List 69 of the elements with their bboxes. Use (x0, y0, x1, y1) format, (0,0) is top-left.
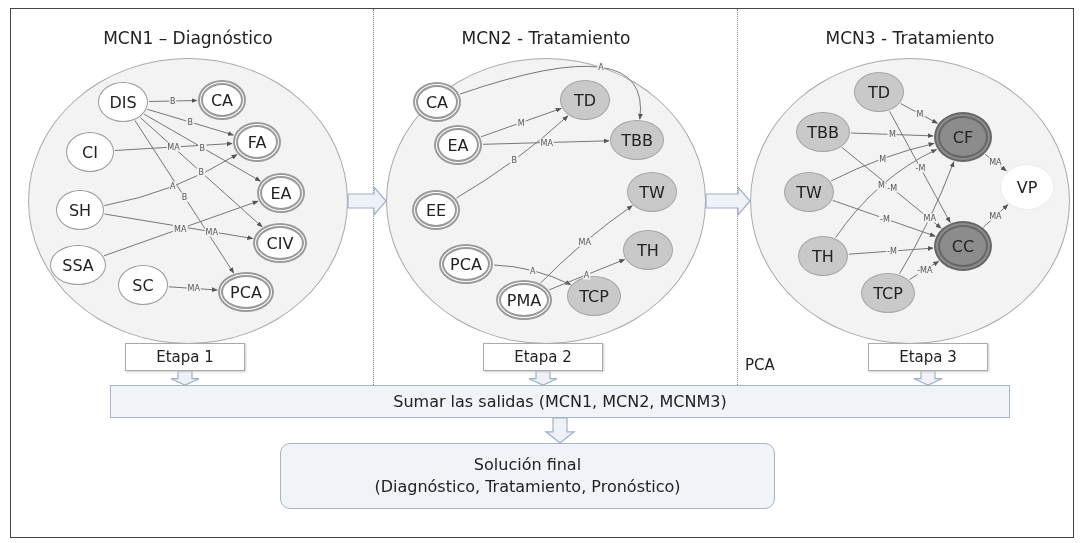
edge-label: B (510, 155, 519, 165)
edge-label: B (198, 143, 206, 153)
block-arrow (170, 370, 200, 386)
arrow (850, 132, 934, 139)
edge-label: MA (166, 142, 181, 152)
arrow (459, 65, 643, 120)
arrow (830, 142, 935, 182)
edge-label: B (169, 96, 177, 106)
arrow (114, 141, 233, 151)
arrow (848, 246, 934, 255)
edge-label: -M (886, 246, 898, 256)
result-detail: (Diagnóstico, Tratamiento, Pronóstico) (374, 476, 681, 498)
arrow (889, 110, 951, 224)
arrow (482, 138, 610, 145)
edge-label: A (582, 270, 591, 280)
arrow (103, 200, 259, 257)
arrow (493, 264, 572, 286)
edge-label: -M (879, 214, 891, 224)
arrow (139, 117, 263, 228)
edge-label: MA (922, 213, 937, 223)
concept-node: CA (413, 82, 461, 122)
edge-label: M (878, 154, 888, 164)
stage-box: Etapa 1 (125, 343, 245, 371)
edge-label: MA (539, 138, 554, 147)
arrow (103, 154, 238, 207)
sum-bar: Sumar las salidas (MCN1, MCN2, MCNM3) (110, 385, 1010, 418)
edge-label: B (180, 192, 189, 202)
map-heading: MCN3 - Tratamiento (824, 28, 996, 48)
edge-label: A (529, 266, 537, 276)
result-title: Solución final (473, 454, 582, 476)
arrow (480, 107, 562, 138)
edge-label: -M (914, 163, 927, 173)
result-box (280, 443, 775, 509)
edge-label: B (186, 117, 194, 127)
stage-box: Etapa 3 (868, 343, 988, 371)
arrow (143, 113, 261, 182)
arrow (899, 161, 955, 275)
arrow (832, 199, 936, 237)
edge-label: MA (173, 224, 188, 234)
edge-label: MA (988, 157, 1003, 167)
stage-box: Etapa 2 (483, 343, 603, 371)
edge-label: M (915, 109, 925, 119)
edge-label: -M (886, 183, 899, 193)
edge-label: -MA (916, 265, 934, 275)
arrow (134, 120, 235, 274)
edge-label: B (197, 167, 206, 177)
edge-label: M (516, 118, 526, 128)
block-arrow (528, 370, 558, 386)
arrow (540, 205, 633, 284)
map-heading: MCN1 – Diagnóstico (102, 28, 274, 48)
block-arrow (544, 417, 576, 444)
edge-label: M (888, 129, 897, 139)
edge-label: A (597, 62, 605, 72)
note-label: PCA (745, 356, 775, 374)
arrow (148, 98, 198, 103)
arrow (548, 258, 626, 291)
map-heading: MCN2 - Tratamiento (460, 28, 632, 48)
edge-label: MA (577, 237, 592, 247)
edge-label: MA (186, 283, 201, 293)
edge-label: MA (204, 227, 219, 237)
edge-label: M (877, 180, 886, 190)
block-arrow (913, 370, 943, 386)
arrow (146, 108, 234, 136)
block-arrow (347, 185, 387, 217)
edge-label: MA (988, 211, 1003, 221)
edge-label: A (169, 181, 177, 191)
block-arrow (705, 185, 751, 217)
arrow (456, 115, 569, 199)
arrow (835, 148, 938, 239)
